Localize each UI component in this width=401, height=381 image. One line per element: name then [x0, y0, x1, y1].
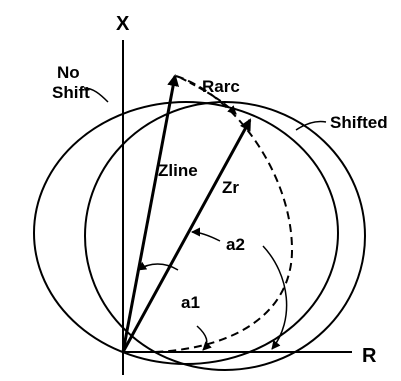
a2-label: a2	[226, 235, 245, 254]
no-shift-circle	[33, 101, 339, 365]
angle-a2-lower	[262, 245, 288, 350]
zline-label: Zline	[158, 161, 198, 180]
rarc-label: Rarc	[202, 77, 240, 96]
zr-label: Zr	[222, 178, 239, 197]
zline-vector	[121, 74, 180, 353]
no-shift-label-line2: Shift	[52, 83, 90, 102]
a1-label: a1	[181, 293, 200, 312]
rarc-arrow	[180, 77, 237, 115]
x-axis-label: X	[116, 13, 130, 35]
angle-a1-arc	[137, 261, 179, 271]
shifted-leader	[295, 120, 327, 131]
zr-vector	[121, 118, 252, 353]
no-shift-label-line1: No	[57, 63, 80, 82]
shifted-label: Shifted	[330, 113, 388, 132]
angle-a1-lower	[196, 325, 212, 351]
no-shift-leader	[83, 87, 109, 103]
r-axis-label: R	[362, 345, 377, 367]
dashed-arc	[154, 75, 294, 353]
angle-a2-arc	[191, 227, 221, 242]
shifted-circle	[84, 101, 366, 371]
